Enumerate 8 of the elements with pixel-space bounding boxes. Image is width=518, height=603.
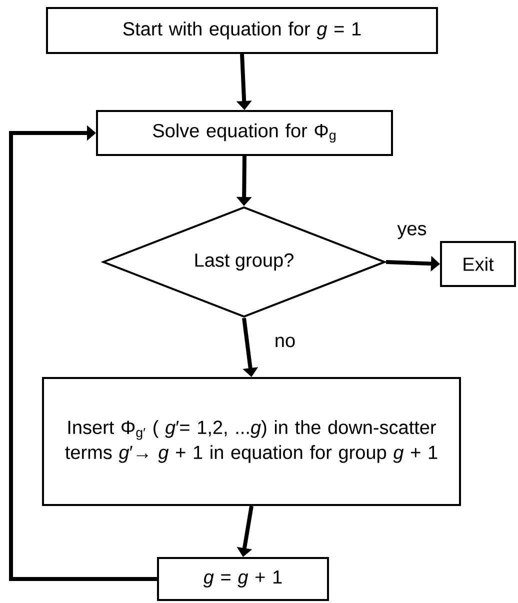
terminal-box: Exit xyxy=(440,241,516,287)
process-box: Solve equation for Φ$_{g}$ xyxy=(96,110,393,156)
edge-label: no xyxy=(273,336,297,348)
process-box: g = g + 1 xyxy=(157,557,329,601)
process-box: Insert Φ$_{g′}$ ( g′= 1,2, ...g) in the down-scatter terms g′→ g + 1 in equation for group g + 1 xyxy=(42,377,461,506)
arrow xyxy=(9,125,157,581)
process-box: Start with equation for g = 1 xyxy=(46,7,438,54)
edge-label: yes xyxy=(396,224,428,240)
